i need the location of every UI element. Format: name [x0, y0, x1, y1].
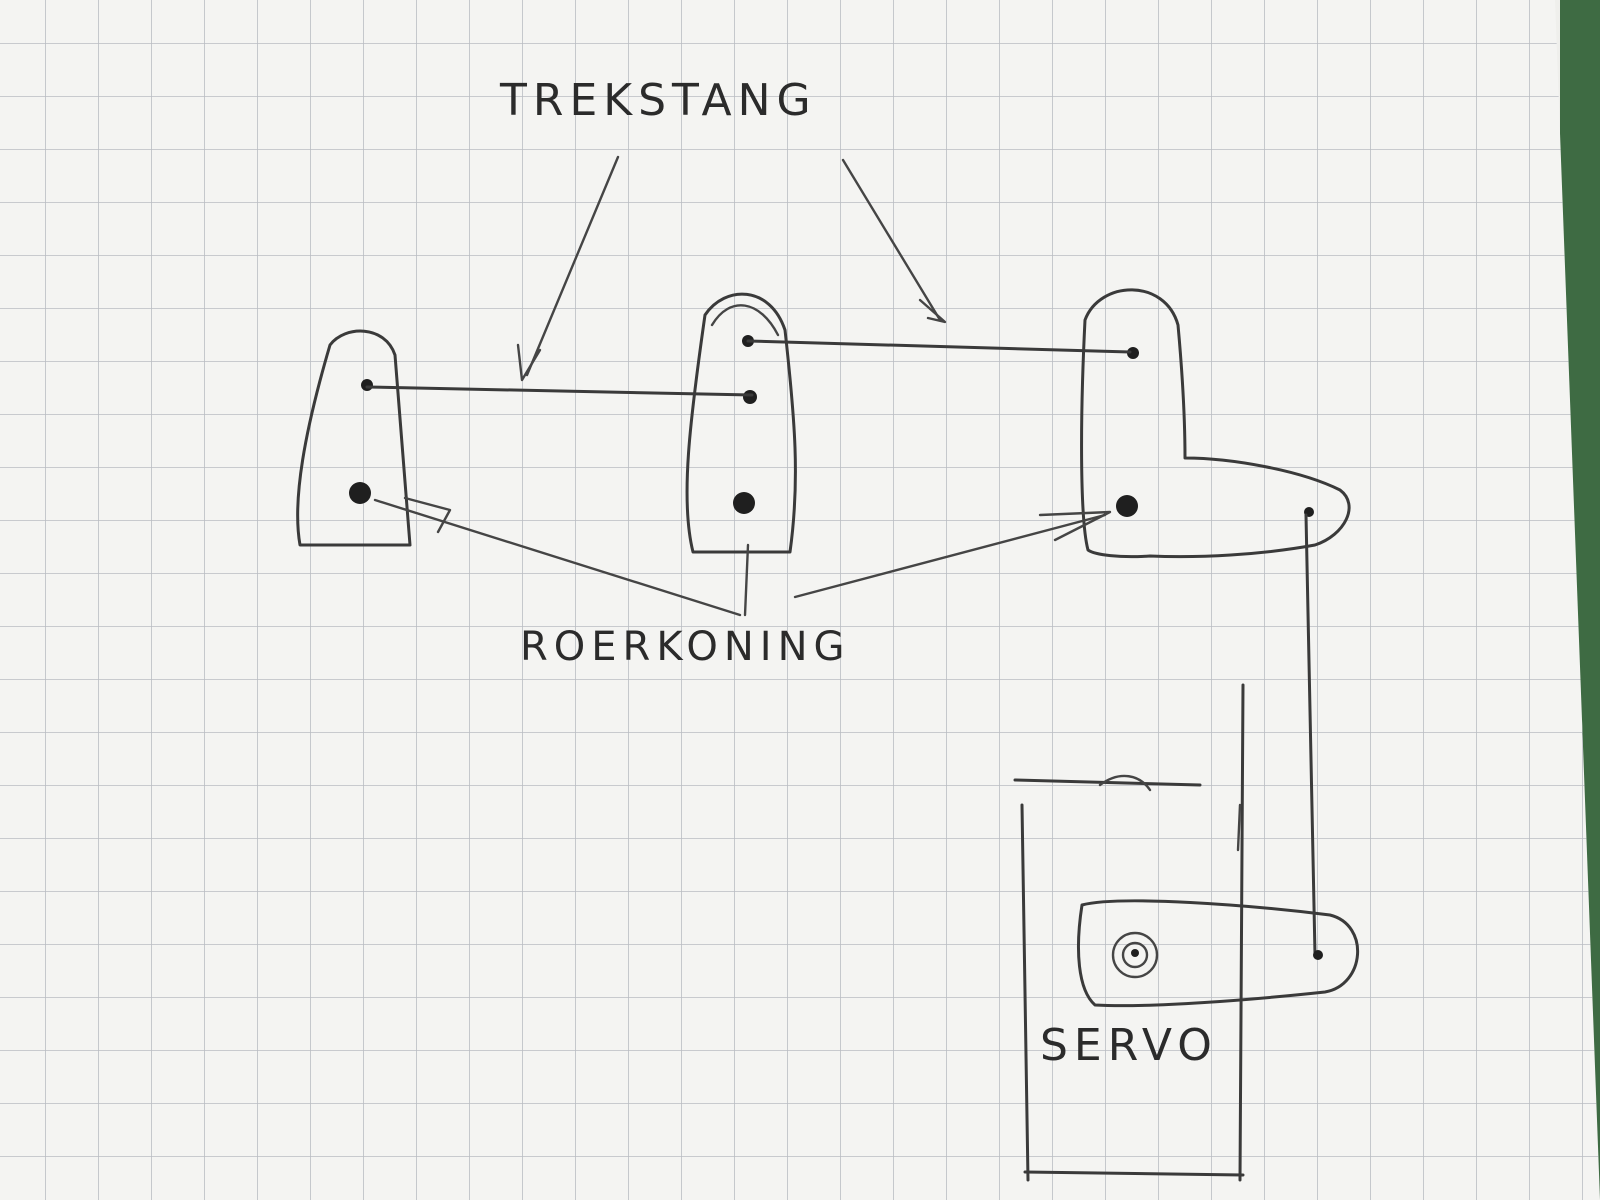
trekstang-label: TREKSTANG	[499, 75, 817, 126]
servo-arm	[1077, 899, 1359, 1008]
push-rod-bellcrank-to-servo	[1304, 513, 1317, 957]
servo-label: SERVO	[1040, 1020, 1218, 1071]
servo-right-tick	[1236, 803, 1242, 852]
roerkoning-arrow-middle	[743, 543, 750, 617]
servo-left-edge	[1020, 803, 1030, 1182]
left-rudder-horn	[296, 329, 412, 547]
roerkoning-arrow-right	[793, 513, 1107, 599]
roerkoning-arrowhead-right	[1038, 510, 1112, 542]
trekstang-arrowhead-left	[516, 343, 542, 382]
servo-right-edge	[1238, 683, 1245, 1182]
servo-top-edge	[1013, 778, 1202, 787]
servo-spline-center	[1131, 949, 1139, 957]
push-rod-middle-to-right	[746, 339, 1132, 354]
right-bellcrank-horn	[1080, 288, 1351, 559]
bellcrank-pivot-hole	[1116, 495, 1138, 517]
push-rod-left-to-middle	[365, 385, 754, 397]
roerkoning-arrow-left	[373, 498, 742, 617]
middle-horn-center-hole	[743, 390, 757, 404]
roerkoning-label: ROERKONING	[520, 624, 851, 670]
trekstang-arrow-left	[525, 155, 620, 377]
left-horn-bottom-hole	[349, 482, 371, 504]
servo-top-scribble	[1098, 774, 1152, 792]
middle-horn-bottom-hole	[733, 492, 755, 514]
trekstang-arrow-right	[841, 158, 942, 322]
servo-bottom-edge	[1023, 1170, 1245, 1177]
roerkoning-arrowhead-left	[403, 496, 452, 534]
trekstang-arrowhead-right	[918, 298, 947, 324]
servo-spline-outer-ring	[1111, 931, 1159, 979]
middle-rudder-horn	[685, 292, 797, 554]
bellcrank-top-hole	[1127, 347, 1139, 359]
left-horn-top-hole	[361, 379, 373, 391]
servo-arm-hole	[1313, 950, 1323, 960]
servo-spline-inner-ring	[1121, 941, 1149, 969]
middle-horn-outline-sketch	[710, 304, 780, 337]
